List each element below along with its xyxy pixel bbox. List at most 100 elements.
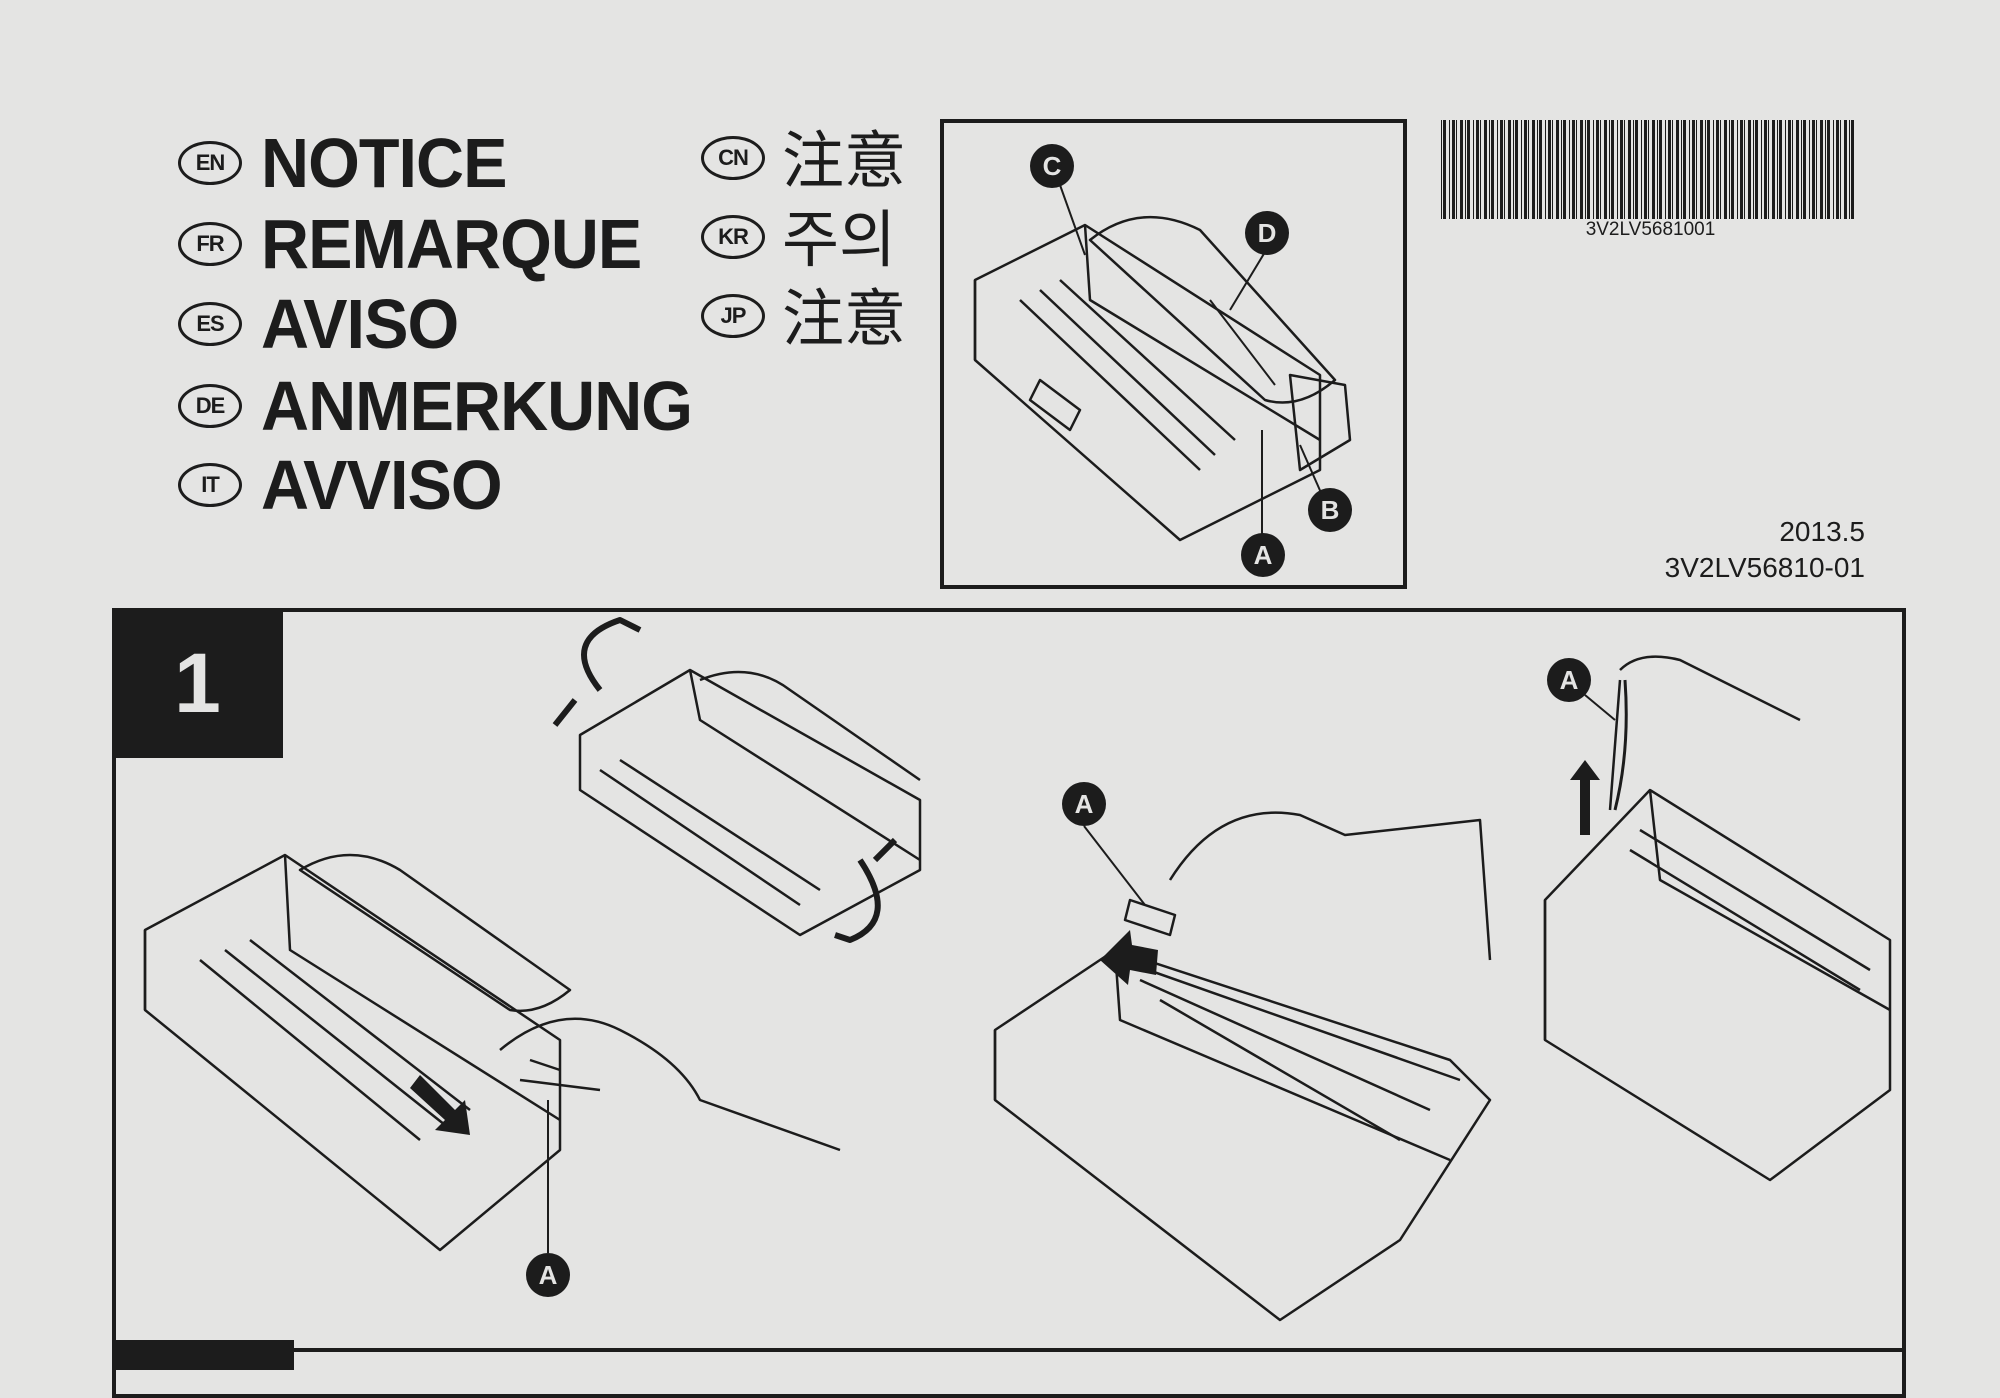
notice-heading-es: AVISO <box>261 285 459 363</box>
drum-unit-tape-removed-illustration <box>1543 655 1892 1182</box>
barcode-bar <box>1851 120 1854 219</box>
barcode-bar <box>1545 120 1546 219</box>
barcode-bar <box>1508 120 1511 219</box>
barcode-bar <box>1628 120 1631 219</box>
drum-unit-overview-illustration <box>973 215 1352 542</box>
barcode-bar <box>1812 120 1815 219</box>
barcode-bar <box>1692 120 1695 219</box>
barcode-bar <box>1500 120 1503 219</box>
barcode-bar <box>1528 120 1529 219</box>
barcode-bar <box>1537 120 1538 219</box>
barcode-bar <box>1476 120 1479 219</box>
callout-d: D <box>1245 211 1289 255</box>
barcode-bar <box>1809 120 1810 219</box>
barcode-bar <box>1497 120 1498 219</box>
barcode-bar <box>1609 120 1610 219</box>
illustrations <box>143 184 1892 1322</box>
callout-a: A <box>1241 533 1285 577</box>
barcode-bar <box>1620 120 1623 219</box>
barcode-bar <box>1668 120 1671 219</box>
barcode-bar <box>1600 120 1601 219</box>
barcode-bar <box>1465 120 1466 219</box>
barcode-bar <box>1792 120 1793 219</box>
revision-date: 2013.5 <box>1779 516 1865 547</box>
lang-badge-it: IT <box>178 463 242 507</box>
notice-heading-fr: REMARQUE <box>261 205 642 283</box>
rotate-unit-illustration <box>552 617 922 943</box>
lang-badge-kr: KR <box>701 215 765 259</box>
barcode-bar <box>1764 120 1767 219</box>
barcode-bar <box>1644 120 1647 219</box>
barcode-bar <box>1681 120 1682 219</box>
barcode-bar <box>1585 120 1586 219</box>
barcode-bar <box>1524 120 1527 219</box>
lang-badge-fr: FR <box>178 222 242 266</box>
barcode-bar <box>1844 120 1847 219</box>
barcode-bar <box>1556 120 1559 219</box>
drum-unit-remove-cap-illustration <box>993 811 1492 1322</box>
barcode-bar <box>1611 120 1614 219</box>
barcode-bar <box>1521 120 1522 219</box>
barcode-bar <box>1825 120 1826 219</box>
callout-b: B <box>1308 488 1352 532</box>
barcode-bar <box>1753 120 1754 219</box>
barcode-bar <box>1772 120 1775 219</box>
drum-unit-tape-pull-illustration <box>143 853 841 1253</box>
barcode-bar <box>1827 120 1830 219</box>
notice-heading-en: NOTICE <box>261 124 507 202</box>
barcode-bar <box>1700 120 1703 219</box>
barcode-bar <box>1833 120 1834 219</box>
arrow-left-up-icon <box>1100 930 1158 985</box>
barcode-bar <box>1460 120 1463 219</box>
barcode-bar <box>1665 120 1666 219</box>
barcode-bar <box>1737 120 1738 219</box>
overview-leader-lines <box>1059 184 1323 535</box>
barcode-bar <box>1641 120 1642 219</box>
barcode-number: 3V2LV5681001 <box>1585 219 1716 240</box>
barcode-bar <box>1777 120 1778 219</box>
barcode-bar <box>1768 120 1769 219</box>
barcode-bar <box>1449 120 1450 219</box>
lang-badge-de: DE <box>178 384 242 428</box>
barcode-bar <box>1796 120 1799 219</box>
overview-diagram-frame <box>940 119 1407 589</box>
barcode-bar <box>1617 120 1618 219</box>
barcode-bar <box>1707 120 1710 219</box>
barcode-bar <box>1441 120 1442 219</box>
barcode-bar <box>1657 120 1658 219</box>
barcode-bar <box>1729 120 1730 219</box>
barcode-bar <box>1820 120 1823 219</box>
barcode-bar <box>1593 120 1594 219</box>
barcode-bar <box>1716 120 1719 219</box>
step-callout-a: A <box>1547 658 1591 702</box>
barcode-bar <box>1624 120 1625 219</box>
barcode-bar <box>1761 120 1762 219</box>
barcode-bar <box>1740 120 1743 219</box>
barcode-bar <box>1561 120 1562 219</box>
barcode-bar <box>1489 120 1490 219</box>
lang-badge-en: EN <box>178 141 242 185</box>
barcode-bar <box>1452 120 1455 219</box>
barcode-bar <box>1572 120 1575 219</box>
barcode-bar <box>1633 120 1634 219</box>
arrow-up-icon <box>1570 760 1600 835</box>
barcode-bar <box>1596 120 1599 219</box>
barcode-bar <box>1513 120 1514 219</box>
barcode-bar <box>1744 120 1745 219</box>
step-divider <box>112 1348 1906 1352</box>
barcode-bar <box>1648 120 1649 219</box>
barcode-bar <box>1713 120 1714 219</box>
barcode-bar <box>1720 120 1721 219</box>
barcode-bar <box>1563 120 1566 219</box>
barcode-bar <box>1705 120 1706 219</box>
barcode-bar <box>1604 120 1607 219</box>
barcode-bar <box>1652 120 1655 219</box>
barcode-bar <box>1467 120 1470 219</box>
barcode-bar <box>1659 120 1662 219</box>
notice-heading-kr: 주의 <box>782 203 897 276</box>
notice-heading-cn: 注意 <box>782 124 907 197</box>
barcode-bar <box>1801 120 1802 219</box>
barcode-bar <box>1748 120 1751 219</box>
barcode-bar <box>1672 120 1673 219</box>
barcode-bar <box>1635 120 1638 219</box>
